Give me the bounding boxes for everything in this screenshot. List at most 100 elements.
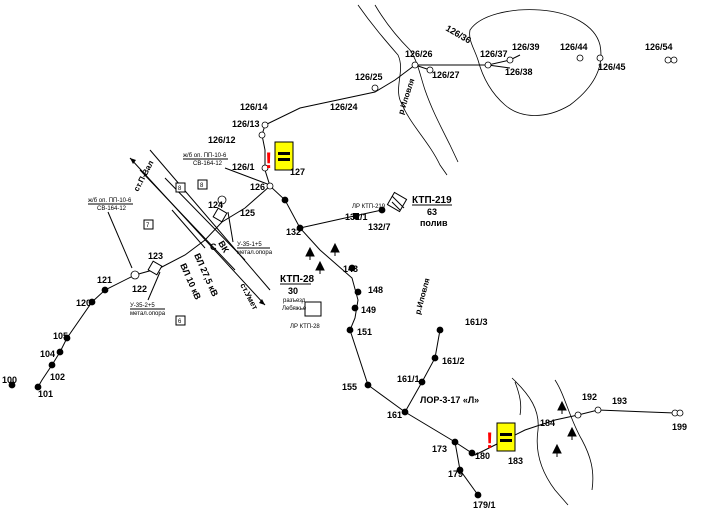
pole-126-13 [261, 121, 269, 129]
svg-text:125: 125 [240, 208, 255, 218]
svg-text:143: 143 [343, 264, 358, 274]
line-main [37, 54, 676, 496]
svg-text:СВ-164-12: СВ-164-12 [193, 161, 223, 167]
pole-126-44 [576, 54, 584, 62]
warning-marker-1: ! [265, 141, 294, 173]
svg-text:184: 184 [540, 418, 555, 428]
svg-text:У-35-1+5: У-35-1+5 [237, 242, 262, 248]
pole-126-25 [371, 84, 379, 92]
svg-text:124: 124 [208, 200, 223, 210]
svg-text:р.Иловля: р.Иловля [413, 277, 431, 316]
svg-text:173: 173 [432, 444, 447, 454]
svg-text:полив: полив [420, 218, 448, 228]
svg-text:132/7: 132/7 [368, 222, 391, 232]
svg-text:127: 127 [290, 167, 305, 177]
svg-text:63: 63 [427, 207, 437, 217]
svg-text:132/1: 132/1 [345, 212, 368, 222]
river-ilovlya-south [511, 377, 594, 506]
svg-text:179/1: 179/1 [473, 500, 496, 510]
pole-125 [217, 195, 227, 205]
pole-126-26 [411, 61, 419, 69]
svg-text:192: 192 [582, 392, 597, 402]
svg-text:У-35-2+5: У-35-2+5 [130, 303, 155, 309]
svg-text:199: 199 [672, 422, 687, 432]
svg-text:122: 122 [132, 284, 147, 294]
svg-text:126/37: 126/37 [480, 49, 508, 59]
svg-text:7: 7 [146, 223, 150, 229]
pole-192 [594, 406, 602, 414]
svg-text:101: 101 [38, 389, 53, 399]
tree-icons [305, 242, 577, 457]
svg-text:120: 120 [76, 298, 91, 308]
pole-126-39 [506, 56, 514, 64]
svg-text:151: 151 [357, 327, 372, 337]
svg-text:126/1: 126/1 [232, 162, 255, 172]
svg-text:126/36: 126/36 [444, 23, 473, 45]
svg-text:121: 121 [97, 275, 112, 285]
svg-text:метал.опора: метал.опора [130, 311, 166, 317]
svg-text:126/12: 126/12 [208, 135, 236, 145]
crossing-lines [129, 149, 271, 306]
svg-text:6: 6 [178, 319, 182, 325]
switch-box-125 [147, 207, 228, 276]
pole-126-37 [484, 61, 492, 69]
svg-text:126: 126 [250, 182, 265, 192]
svg-text:123: 123 [148, 251, 163, 261]
pole-126-27 [426, 66, 434, 74]
svg-text:СВ-164-12: СВ-164-12 [97, 206, 127, 212]
svg-text:104: 104 [40, 349, 55, 359]
svg-text:126/38: 126/38 [505, 67, 533, 77]
svg-text:100: 100 [2, 375, 17, 385]
number-boxes: 7 8 8 6 [143, 179, 208, 326]
svg-text:193: 193 [612, 396, 627, 406]
svg-text:161/2: 161/2 [442, 356, 465, 366]
svg-text:С: С [210, 242, 217, 252]
pole-184 [574, 411, 582, 419]
svg-text:126/24: 126/24 [330, 102, 358, 112]
svg-text:161/1: 161/1 [397, 374, 420, 384]
svg-text:ж/б оп. ПП-10-6: ж/б оп. ПП-10-6 [88, 198, 132, 204]
svg-text:КТП-28: КТП-28 [280, 274, 315, 285]
svg-text:161: 161 [387, 410, 402, 420]
svg-text:КТП-219: КТП-219 [412, 195, 452, 206]
svg-text:126/54: 126/54 [645, 42, 673, 52]
svg-text:126/26: 126/26 [405, 49, 433, 59]
svg-text:ЛР КТП-28: ЛР КТП-28 [290, 324, 320, 330]
svg-text:8: 8 [178, 186, 182, 192]
pole-labels: 100 101 102 104 105 120 121 122 123 124 … [2, 23, 687, 510]
svg-text:126/25: 126/25 [355, 72, 383, 82]
svg-text:ЛР КТП-219: ЛР КТП-219 [352, 204, 386, 210]
svg-text:155: 155 [342, 382, 357, 392]
svg-text:!: ! [265, 148, 272, 173]
svg-text:105: 105 [53, 331, 68, 341]
pole-126-54 [664, 56, 672, 64]
poles-filled [8, 196, 482, 499]
river-ilovlya-north [357, 4, 602, 176]
poles-open [130, 54, 684, 419]
svg-text:183: 183 [508, 456, 523, 466]
warning-marker-2: ! [486, 422, 516, 453]
svg-text:ЛОР-3-17 «Л»: ЛОР-3-17 «Л» [420, 395, 479, 405]
svg-text:126/13: 126/13 [232, 119, 260, 129]
transformer-ktp219 [386, 191, 408, 213]
map-labels: р.Иловля р.Иловля КТП-219 63 полив ЛР КТ… [88, 77, 479, 405]
svg-text:126/45: 126/45 [598, 62, 626, 72]
svg-text:126/14: 126/14 [240, 102, 268, 112]
transformer-ktp28 [304, 301, 322, 317]
svg-text:149: 149 [361, 305, 376, 315]
svg-text:132: 132 [286, 227, 301, 237]
pole-126-1 [261, 164, 269, 172]
svg-text:!: ! [486, 428, 493, 453]
note-arrows [107, 167, 271, 301]
svg-text:161/3: 161/3 [465, 317, 488, 327]
svg-text:30: 30 [288, 286, 298, 296]
svg-text:8: 8 [200, 183, 204, 189]
svg-text:ст.Умет: ст.Умет [238, 282, 259, 312]
svg-text:метал.опора: метал.опора [237, 250, 273, 256]
svg-text:Лебяжье: Лебяжье [282, 306, 307, 312]
svg-text:ж/б оп. ПП-10-6: ж/б оп. ПП-10-6 [183, 153, 227, 159]
svg-text:148: 148 [368, 285, 383, 295]
svg-text:126/27: 126/27 [432, 70, 460, 80]
svg-text:126/39: 126/39 [512, 42, 540, 52]
pole-126 [266, 182, 274, 190]
